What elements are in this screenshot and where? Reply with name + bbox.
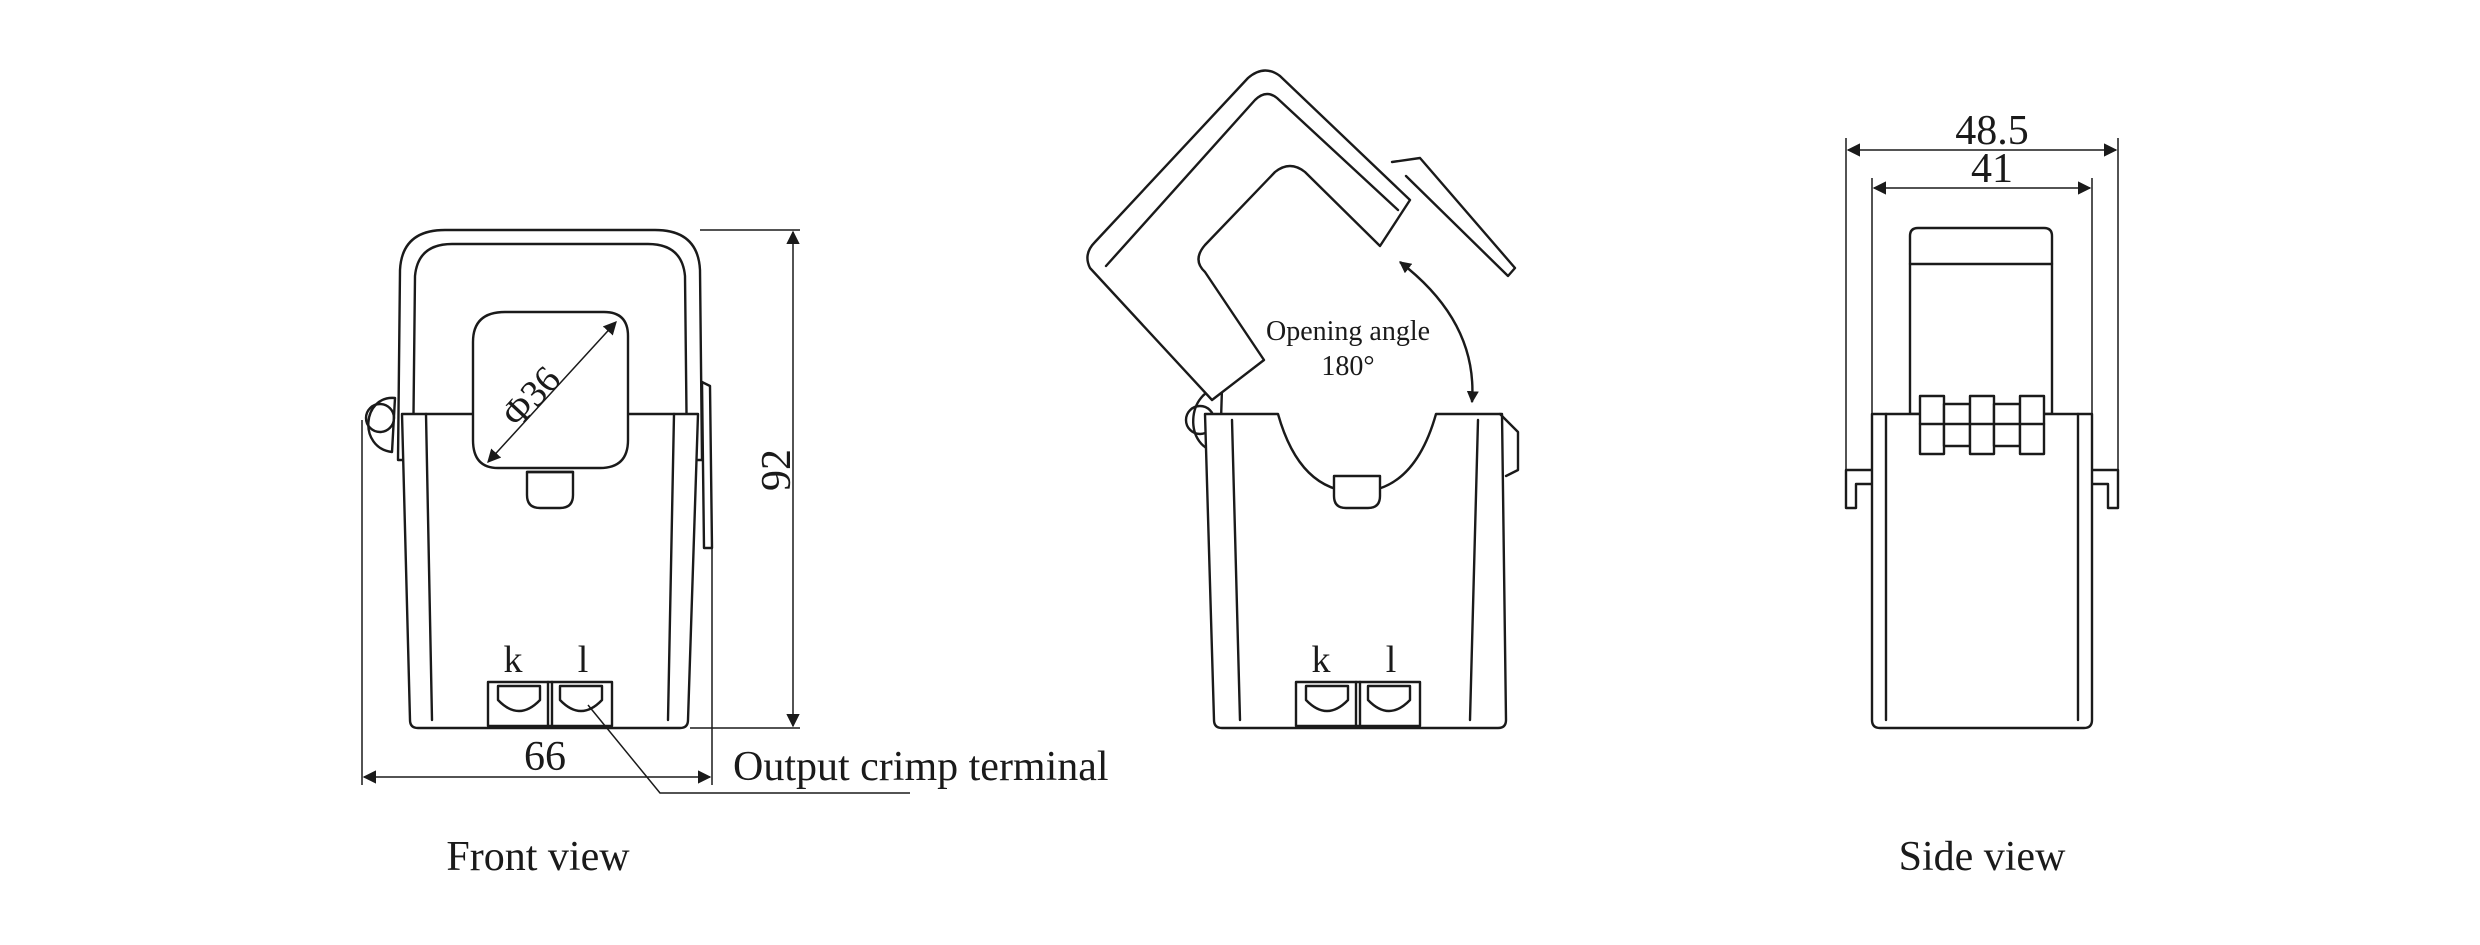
open-upper-jaw xyxy=(1086,69,1412,402)
terminal-callout-label: Output crimp terminal xyxy=(733,744,1109,790)
inner-width-dimension xyxy=(1871,178,2093,414)
side-hinge-knuckles xyxy=(1918,394,2046,456)
open-body xyxy=(1203,412,1508,730)
diameter-dimension-line xyxy=(487,321,617,463)
width-dimension xyxy=(361,420,713,785)
front-terminal-k-label: k xyxy=(504,639,523,681)
height-dimension xyxy=(690,229,800,729)
open-terminal-block xyxy=(1294,680,1422,728)
opening-angle-arrow xyxy=(1399,261,1479,404)
side-upper-jaw xyxy=(1908,226,2054,416)
side-view-caption: Side view xyxy=(1899,834,2066,880)
terminal-callout-leader xyxy=(587,704,910,794)
front-side-latch xyxy=(700,380,714,550)
side-left-tab xyxy=(1844,468,1874,510)
open-terminal-k-label: k xyxy=(1312,639,1331,681)
front-view-caption: Front view xyxy=(446,834,630,880)
front-hinge-knob xyxy=(364,396,397,454)
inner-width-label: 41 xyxy=(1971,146,2013,192)
front-body xyxy=(400,412,700,730)
height-label: 92 xyxy=(754,449,800,491)
side-right-tab xyxy=(2090,468,2120,510)
width-label: 66 xyxy=(524,734,566,780)
opening-angle-value: 180° xyxy=(1321,351,1374,382)
overall-width-label: 48.5 xyxy=(1955,108,2029,154)
overall-width-dimension xyxy=(1845,138,2119,470)
front-view: Φ36 k l Output crimp terminal 92 66 Fro xyxy=(361,228,1109,880)
side-body xyxy=(1870,412,2094,730)
opening-angle-label: Opening angle xyxy=(1266,316,1430,347)
front-terminal-block xyxy=(486,680,614,728)
open-terminal-l-label: l xyxy=(1386,639,1397,681)
open-jaw-plate xyxy=(1390,156,1517,278)
front-terminal-l-label: l xyxy=(578,639,589,681)
open-side-latch xyxy=(1498,412,1520,478)
open-view: k l Opening angle 180° xyxy=(1086,69,1520,730)
side-view: 48.5 41 Side view xyxy=(1844,108,2120,880)
